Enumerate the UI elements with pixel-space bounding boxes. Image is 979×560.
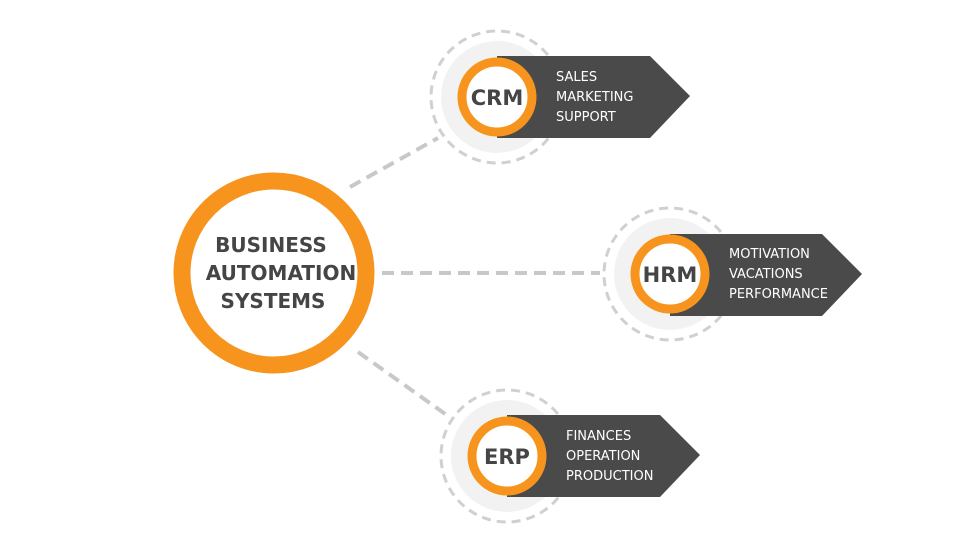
node-erp: ERP FINANCES OPERATION PRODUCTION (439, 388, 700, 524)
hub-title-line-3: SYSTEMS (221, 289, 326, 313)
node-crm-item-3: SUPPORT (556, 110, 616, 125)
node-hrm: HRM MOTIVATION VACATIONS PERFORMANCE (602, 206, 862, 342)
hub: BUSINESS AUTOMATION SYSTEMS (173, 172, 375, 374)
node-crm-ring (457, 57, 537, 137)
node-erp-item-3: PRODUCTION (566, 469, 653, 484)
node-hrm-item-2: VACATIONS (729, 267, 803, 282)
node-hrm-item-1: MOTIVATION (729, 247, 810, 262)
node-crm-item-2: MARKETING (556, 90, 633, 105)
node-hrm-ring (630, 234, 710, 314)
connector-erp (356, 350, 450, 418)
connector-crm (349, 136, 439, 189)
hub-ring (173, 172, 375, 374)
hub-title-line-2: AUTOMATION (206, 261, 356, 285)
node-erp-ring (467, 416, 547, 496)
node-crm: CRM SALES MARKETING SUPPORT (429, 29, 690, 165)
node-crm-item-1: SALES (556, 70, 597, 85)
node-erp-arrow-tag (507, 415, 700, 497)
node-crm-arrow-tag (497, 56, 690, 138)
node-hrm-arrow-tag (670, 234, 862, 316)
node-erp-label: ERP (484, 445, 530, 469)
node-erp-item-1: FINANCES (566, 429, 631, 444)
node-hrm-label: HRM (643, 263, 698, 287)
node-crm-label: CRM (471, 86, 523, 110)
hub-title-line-1: BUSINESS (215, 233, 327, 257)
node-erp-item-2: OPERATION (566, 449, 640, 464)
node-hrm-item-3: PERFORMANCE (729, 287, 828, 302)
